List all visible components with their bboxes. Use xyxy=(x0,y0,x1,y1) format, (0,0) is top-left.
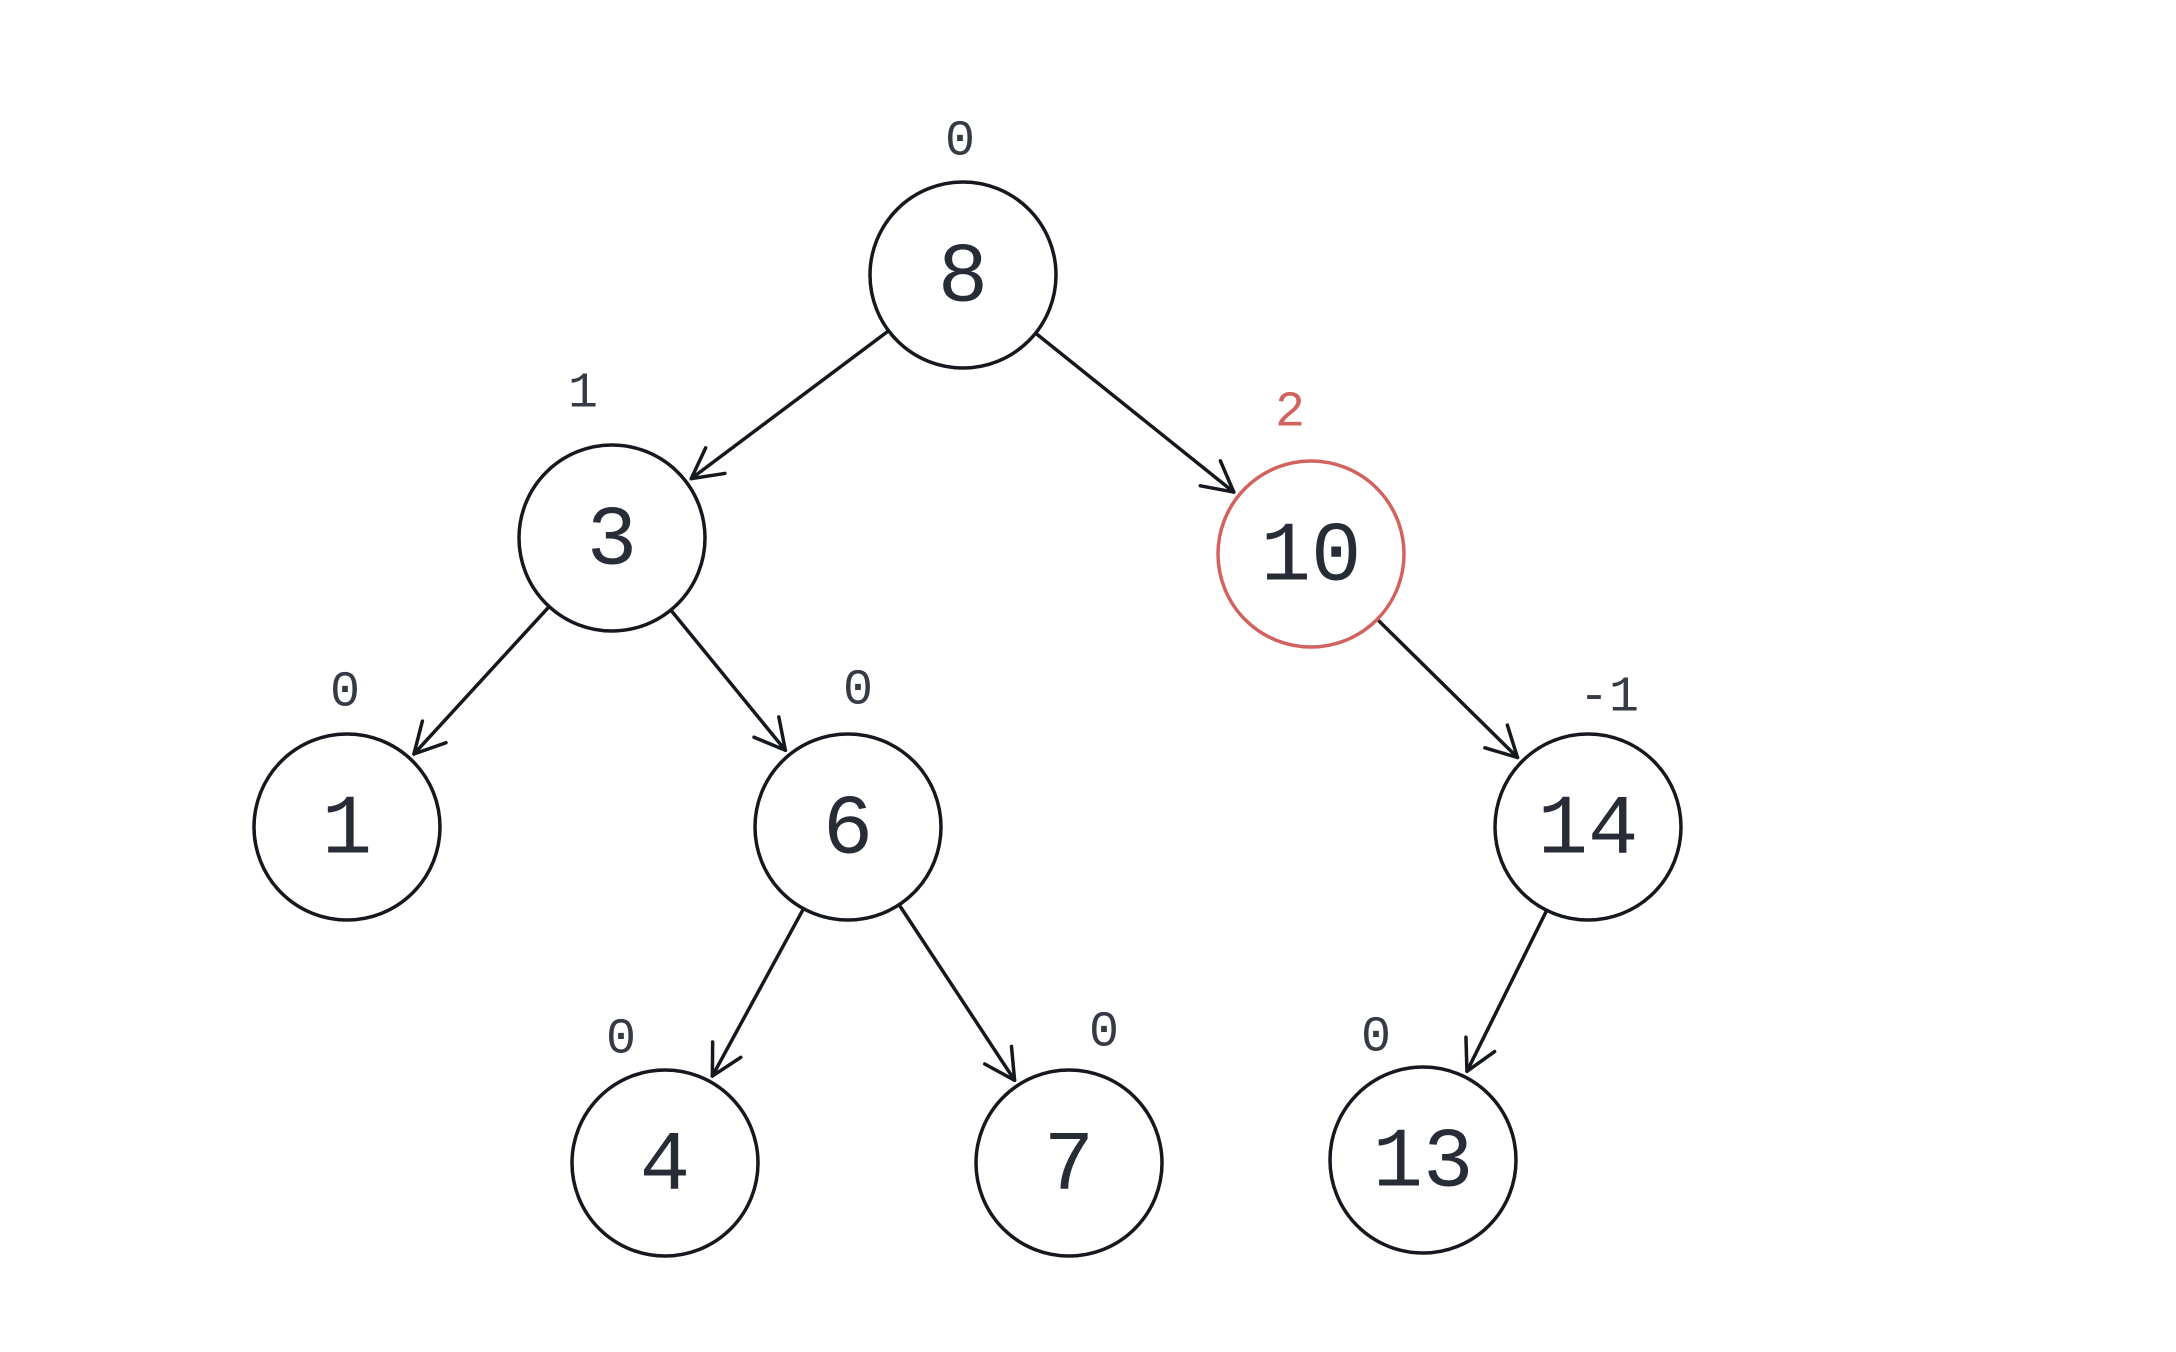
balance-factor-8: 0 xyxy=(945,114,975,171)
node-circle-13 xyxy=(1328,1065,1518,1255)
tree-node-13: 13 0 xyxy=(1328,1010,1518,1255)
edge-3-to-1 xyxy=(412,606,550,756)
edge-8-to-10 xyxy=(1035,332,1236,494)
node-circle-8 xyxy=(868,180,1058,370)
tree-node-10: 10 2 xyxy=(1216,385,1406,649)
node-value-8: 8 xyxy=(938,232,988,327)
tree-node-7: 70 xyxy=(974,1005,1164,1258)
tree-node-8: 80 xyxy=(868,114,1058,370)
node-value-4: 4 xyxy=(640,1120,690,1215)
balance-factor-4: 0 xyxy=(606,1012,636,1069)
edge-8-to-3 xyxy=(689,330,889,481)
balance-factor-1: 0 xyxy=(330,665,360,722)
node-circle-3 xyxy=(517,443,707,633)
balance-factor-7: 0 xyxy=(1089,1005,1119,1062)
balance-factor-13: 0 xyxy=(1361,1010,1391,1067)
tree-node-6: 60 xyxy=(753,663,943,922)
node-value-10: 10 xyxy=(1261,511,1362,606)
node-circle-4 xyxy=(570,1068,760,1258)
edge-3-to-6 xyxy=(670,609,788,753)
tree-node-14: 14 -1 xyxy=(1493,670,1683,922)
edge-6-to-4 xyxy=(710,908,805,1078)
balance-factor-10: 2 xyxy=(1275,385,1305,442)
node-circle-14 xyxy=(1493,732,1683,922)
node-circle-10-highlighted xyxy=(1216,459,1406,649)
node-value-3: 3 xyxy=(587,495,637,590)
node-value-1: 1 xyxy=(322,784,372,879)
edge-14-to-13 xyxy=(1464,910,1548,1074)
node-circle-1 xyxy=(252,732,442,922)
node-value-7: 7 xyxy=(1044,1120,1094,1215)
balance-factor-14: -1 xyxy=(1579,670,1639,727)
node-circle-6 xyxy=(753,732,943,922)
tree-node-3: 31 xyxy=(517,366,707,633)
edge-6-to-7 xyxy=(898,904,1017,1083)
node-value-14: 14 xyxy=(1538,784,1639,879)
node-value-13: 13 xyxy=(1373,1117,1474,1212)
node-value-6: 6 xyxy=(823,784,873,879)
balance-factor-6: 0 xyxy=(843,663,873,720)
edge-10-to-14 xyxy=(1376,618,1520,760)
balance-factor-3: 1 xyxy=(568,366,598,423)
tree-node-4: 40 xyxy=(570,1012,760,1258)
node-circle-7 xyxy=(974,1068,1164,1258)
tree-node-1: 10 xyxy=(252,665,442,922)
